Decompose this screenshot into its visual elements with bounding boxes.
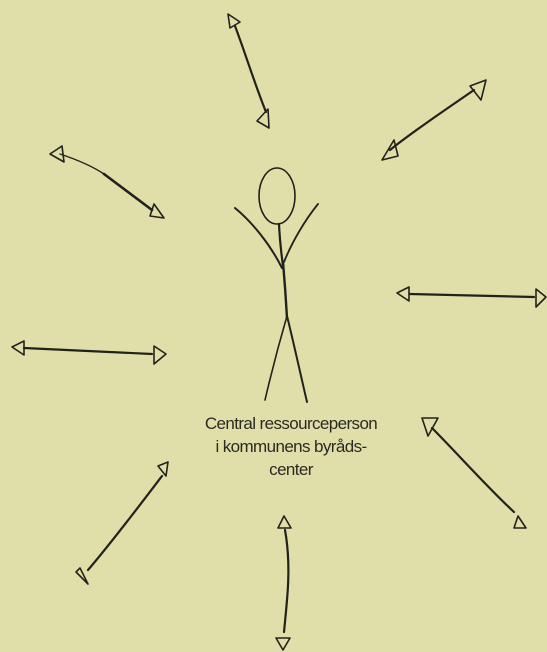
arrow-right-icon (396, 286, 547, 308)
caption-line-1: Central ressourceperson (204, 414, 378, 433)
arrow-top-right-icon (381, 79, 487, 161)
stick-figure-icon (234, 167, 319, 403)
arrow-lower-left-icon (75, 461, 169, 585)
arrow-bottom-icon (275, 515, 292, 651)
central-person-caption: Central ressourceperson i kommunens byrå… (160, 412, 422, 481)
arrow-left-icon (11, 340, 167, 365)
caption-line-2: i kommunens byråds- (215, 437, 367, 456)
arrow-lower-right-icon (421, 417, 527, 529)
arrow-upper-left-icon (49, 145, 165, 219)
arrow-top-icon (227, 13, 270, 129)
caption-line-3: center (269, 460, 313, 479)
